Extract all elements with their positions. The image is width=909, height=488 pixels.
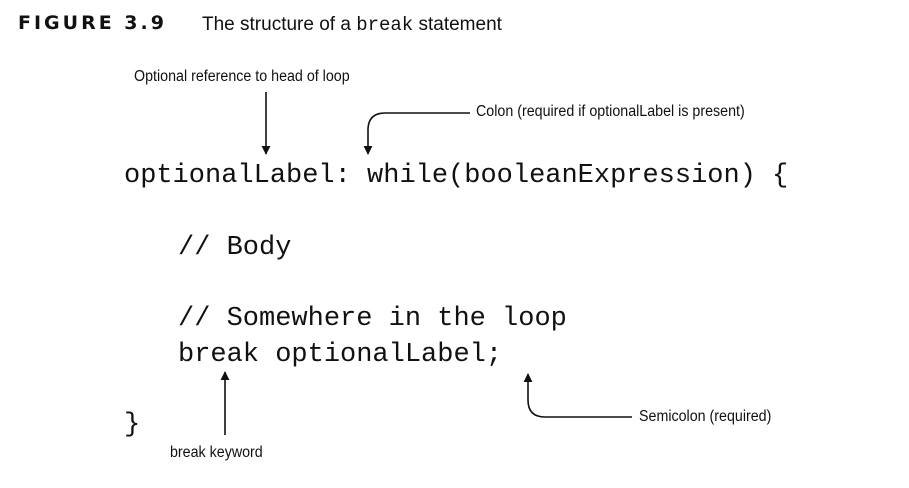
figure-title-suffix: statement [413,14,502,35]
figure-title: The structure of a break statement [202,14,502,36]
code-line-closing-brace: } [124,410,141,440]
annotation-optional-label: Optional reference to head of loop [134,68,350,85]
figure-title-keyword: break [356,14,414,36]
figure-label: FIGURE 3.9 [18,12,167,34]
code-line-break-statement: break optionalLabel; [178,340,503,370]
code-line-body-comment: // Body [178,233,292,263]
code-line-loop-header: optionalLabel: while(booleanExpression) … [124,161,789,191]
semicolon-arrow [523,373,632,418]
annotation-colon: Colon (required if optionalLabel is pres… [476,103,745,120]
code-line-loop-comment: // Somewhere in the loop [178,304,567,334]
colon-arrow [363,112,470,155]
annotation-break-keyword: break keyword [170,444,263,461]
figure-title-prefix: The structure of a [202,14,357,35]
annotation-semicolon: Semicolon (required) [639,408,772,425]
